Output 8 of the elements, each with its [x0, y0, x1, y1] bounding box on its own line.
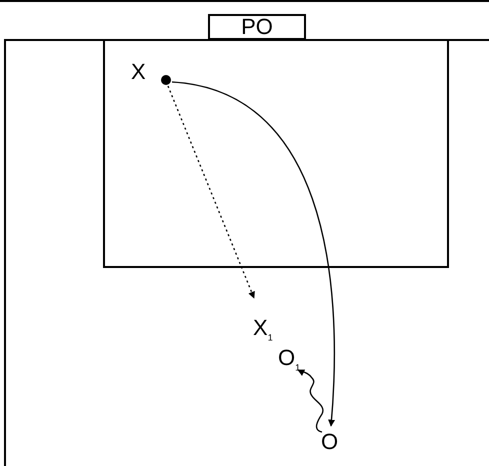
dotted-arrow [167, 86, 255, 299]
player-label: O [321, 430, 341, 456]
goal-box: PO [208, 14, 306, 40]
ball-icon [161, 75, 171, 85]
wavy-arrow [297, 369, 324, 433]
curved-arrow [172, 81, 335, 427]
player-label: X [131, 60, 149, 86]
player-label: X$_{1}$ [253, 316, 279, 342]
